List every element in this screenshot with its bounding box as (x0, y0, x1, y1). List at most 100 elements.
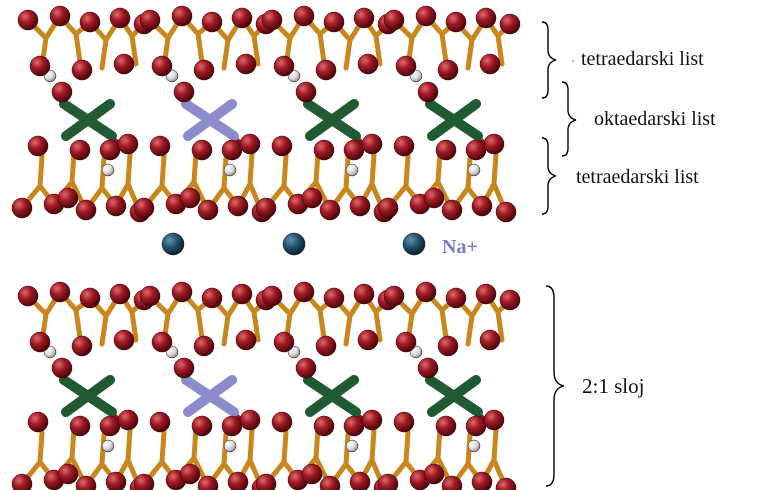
si-o-bond (251, 309, 261, 343)
oxygen-atom-icon (151, 331, 173, 353)
oxygen-atom-icon (27, 411, 49, 433)
oxygen-atom-icon (415, 281, 437, 303)
oxygen-atom-icon (377, 473, 399, 490)
si-o-bond (369, 151, 377, 187)
si-o-bond (159, 153, 167, 189)
oxygen-atom-icon (471, 471, 493, 490)
octahedral-cation-icon (61, 99, 115, 141)
si-o-bond (465, 37, 475, 71)
oxygen-atom-icon (483, 409, 505, 431)
oxygen-atom-icon (29, 331, 51, 353)
oxygen-atom-icon (49, 5, 71, 27)
oxygen-atom-icon (71, 59, 93, 81)
silicate-layer-top (11, 5, 521, 223)
oxygen-atom-icon (357, 53, 379, 75)
si-o-bond (495, 33, 505, 67)
si-o-bond (439, 307, 449, 341)
si-o-bond (125, 151, 133, 187)
si-o-bond (99, 37, 109, 71)
oxygen-atom-icon (239, 409, 261, 431)
oxygen-atom-icon (133, 197, 155, 219)
oxygen-atom-icon (395, 55, 417, 77)
oxygen-atom-icon (479, 329, 501, 351)
oxygen-atom-icon (105, 471, 127, 490)
oxygen-atom-icon (99, 415, 121, 437)
oxygen-atom-icon (75, 199, 97, 221)
si-o-bond (99, 313, 109, 347)
oxygen-atom-icon (475, 7, 497, 29)
hydrogen-atom-icon (101, 439, 115, 453)
oxygen-atom-icon (273, 331, 295, 353)
si-o-bond (251, 33, 261, 67)
oxygen-atom-icon (417, 357, 439, 379)
sodium-ion-icon (402, 232, 426, 256)
substituted-cation-icon (183, 99, 237, 141)
hydrogen-atom-icon (467, 439, 481, 453)
bracket-octa (561, 81, 577, 157)
oxygen-atom-icon (495, 477, 517, 490)
oxygen-atom-icon (239, 133, 261, 155)
si-o-bond (247, 427, 255, 463)
oxygen-atom-icon (441, 475, 463, 490)
si-o-bond (465, 313, 475, 347)
oxygen-atom-icon (295, 81, 317, 103)
sodium-ion-icon (161, 232, 185, 256)
oxygen-atom-icon (353, 283, 375, 305)
oxygen-atom-icon (471, 195, 493, 217)
cation-group (59, 375, 483, 417)
si-o-bond (495, 309, 505, 343)
si-o-bond (129, 309, 139, 343)
oxygen-atom-icon (171, 281, 193, 303)
oxygen-atom-icon (221, 139, 243, 161)
oxygen-atom-icon (79, 11, 101, 33)
cation-group (59, 99, 483, 141)
oxygen-atom-icon (191, 139, 213, 161)
octahedral-cation-icon (427, 99, 481, 141)
si-o-bond (125, 427, 133, 463)
oxygen-atom-icon (227, 195, 249, 217)
oxygen-atom-icon (109, 283, 131, 305)
oxygen-atom-icon (179, 463, 201, 485)
oxygen-atom-icon (231, 7, 253, 29)
si-o-bond (195, 307, 205, 341)
silicate-layer-bottom (11, 281, 521, 490)
oxygen-atom-icon (11, 473, 33, 490)
oxygen-atom-icon (395, 331, 417, 353)
oxygen-atom-icon (423, 187, 445, 209)
label-tetra-bottom: tetraedarski list (576, 166, 699, 188)
si-o-bond (403, 429, 411, 465)
oxygen-atom-icon (49, 281, 71, 303)
oxygen-atom-icon (437, 335, 459, 357)
oxygen-atom-icon (343, 415, 365, 437)
oxygen-atom-icon (301, 463, 323, 485)
hydrogen-atom-icon (101, 163, 115, 177)
oxygen-atom-icon (117, 133, 139, 155)
oxygen-atom-icon (313, 139, 335, 161)
oxygen-atom-icon (261, 285, 283, 307)
label-octa: oktaedarski list (594, 108, 716, 130)
oxygen-atom-icon (57, 187, 79, 209)
oxygen-atom-icon (11, 197, 33, 219)
si-o-bond (247, 151, 255, 187)
stray-dot (572, 60, 574, 62)
bracket-tetra-bottom (541, 137, 557, 215)
oxygen-atom-icon (357, 329, 379, 351)
oxygen-atom-icon (301, 187, 323, 209)
si-o-bond (369, 427, 377, 463)
oxygen-atom-icon (465, 415, 487, 437)
oxygen-atom-icon (353, 7, 375, 29)
si-o-bond (491, 151, 499, 187)
si-o-bond (373, 33, 383, 67)
oxygen-atom-icon (99, 139, 121, 161)
oxygen-atom-icon (201, 11, 223, 33)
si-o-bond (439, 31, 449, 65)
si-o-bond (37, 153, 45, 189)
octahedral-cation-icon (427, 375, 481, 417)
hydrogen-atom-icon (345, 163, 359, 177)
label-layer: 2:1 sloj (582, 374, 644, 398)
oxygen-atom-icon (415, 5, 437, 27)
bracket-layer (545, 285, 565, 487)
oxygen-atom-icon (57, 463, 79, 485)
si-o-bond (73, 31, 83, 65)
oxygen-atom-icon (435, 415, 457, 437)
